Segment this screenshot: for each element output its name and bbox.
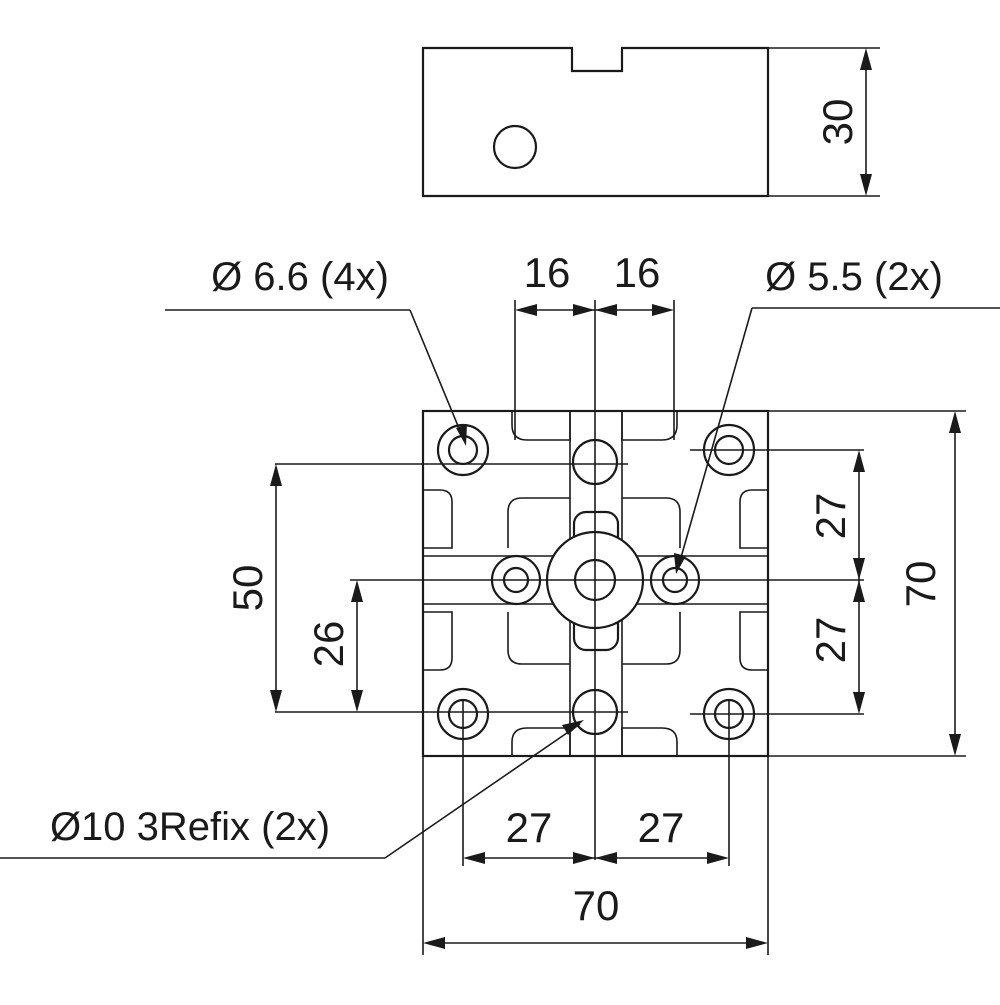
- pitch-left-outer-dim: 50: [224, 565, 271, 612]
- slot-right-dim: 16: [614, 249, 661, 296]
- pitch-left-inner-dim: 26: [305, 621, 352, 668]
- slot-left-dim: 16: [524, 249, 571, 296]
- refix-holes-callout: Ø10 3Refix (2x): [50, 805, 330, 849]
- hole-spacing-right-dim: 27: [638, 804, 685, 851]
- side-height-label: 30: [814, 99, 861, 146]
- small-holes-callout: Ø 5.5 (2x): [765, 255, 943, 299]
- vertical-lower-dim: 27: [807, 617, 854, 664]
- vertical-upper-dim: 27: [807, 493, 854, 540]
- side-view-outline: [421, 46, 770, 198]
- side-view: 30: [421, 46, 880, 198]
- top-view: 16 16 Ø 6.6 (4x) Ø 5.5 (2x) Ø10 3Refix (…: [0, 249, 1000, 955]
- hole-spacing-left-dim: 27: [506, 804, 553, 851]
- mount-holes-callout: Ø 6.6 (4x): [211, 255, 389, 299]
- side-view-hole: [492, 124, 538, 170]
- height-right-dim: 70: [897, 561, 944, 608]
- plate-pockets: [423, 411, 768, 756]
- width-bottom-dim: 70: [573, 882, 620, 929]
- refix-holes: [571, 438, 619, 736]
